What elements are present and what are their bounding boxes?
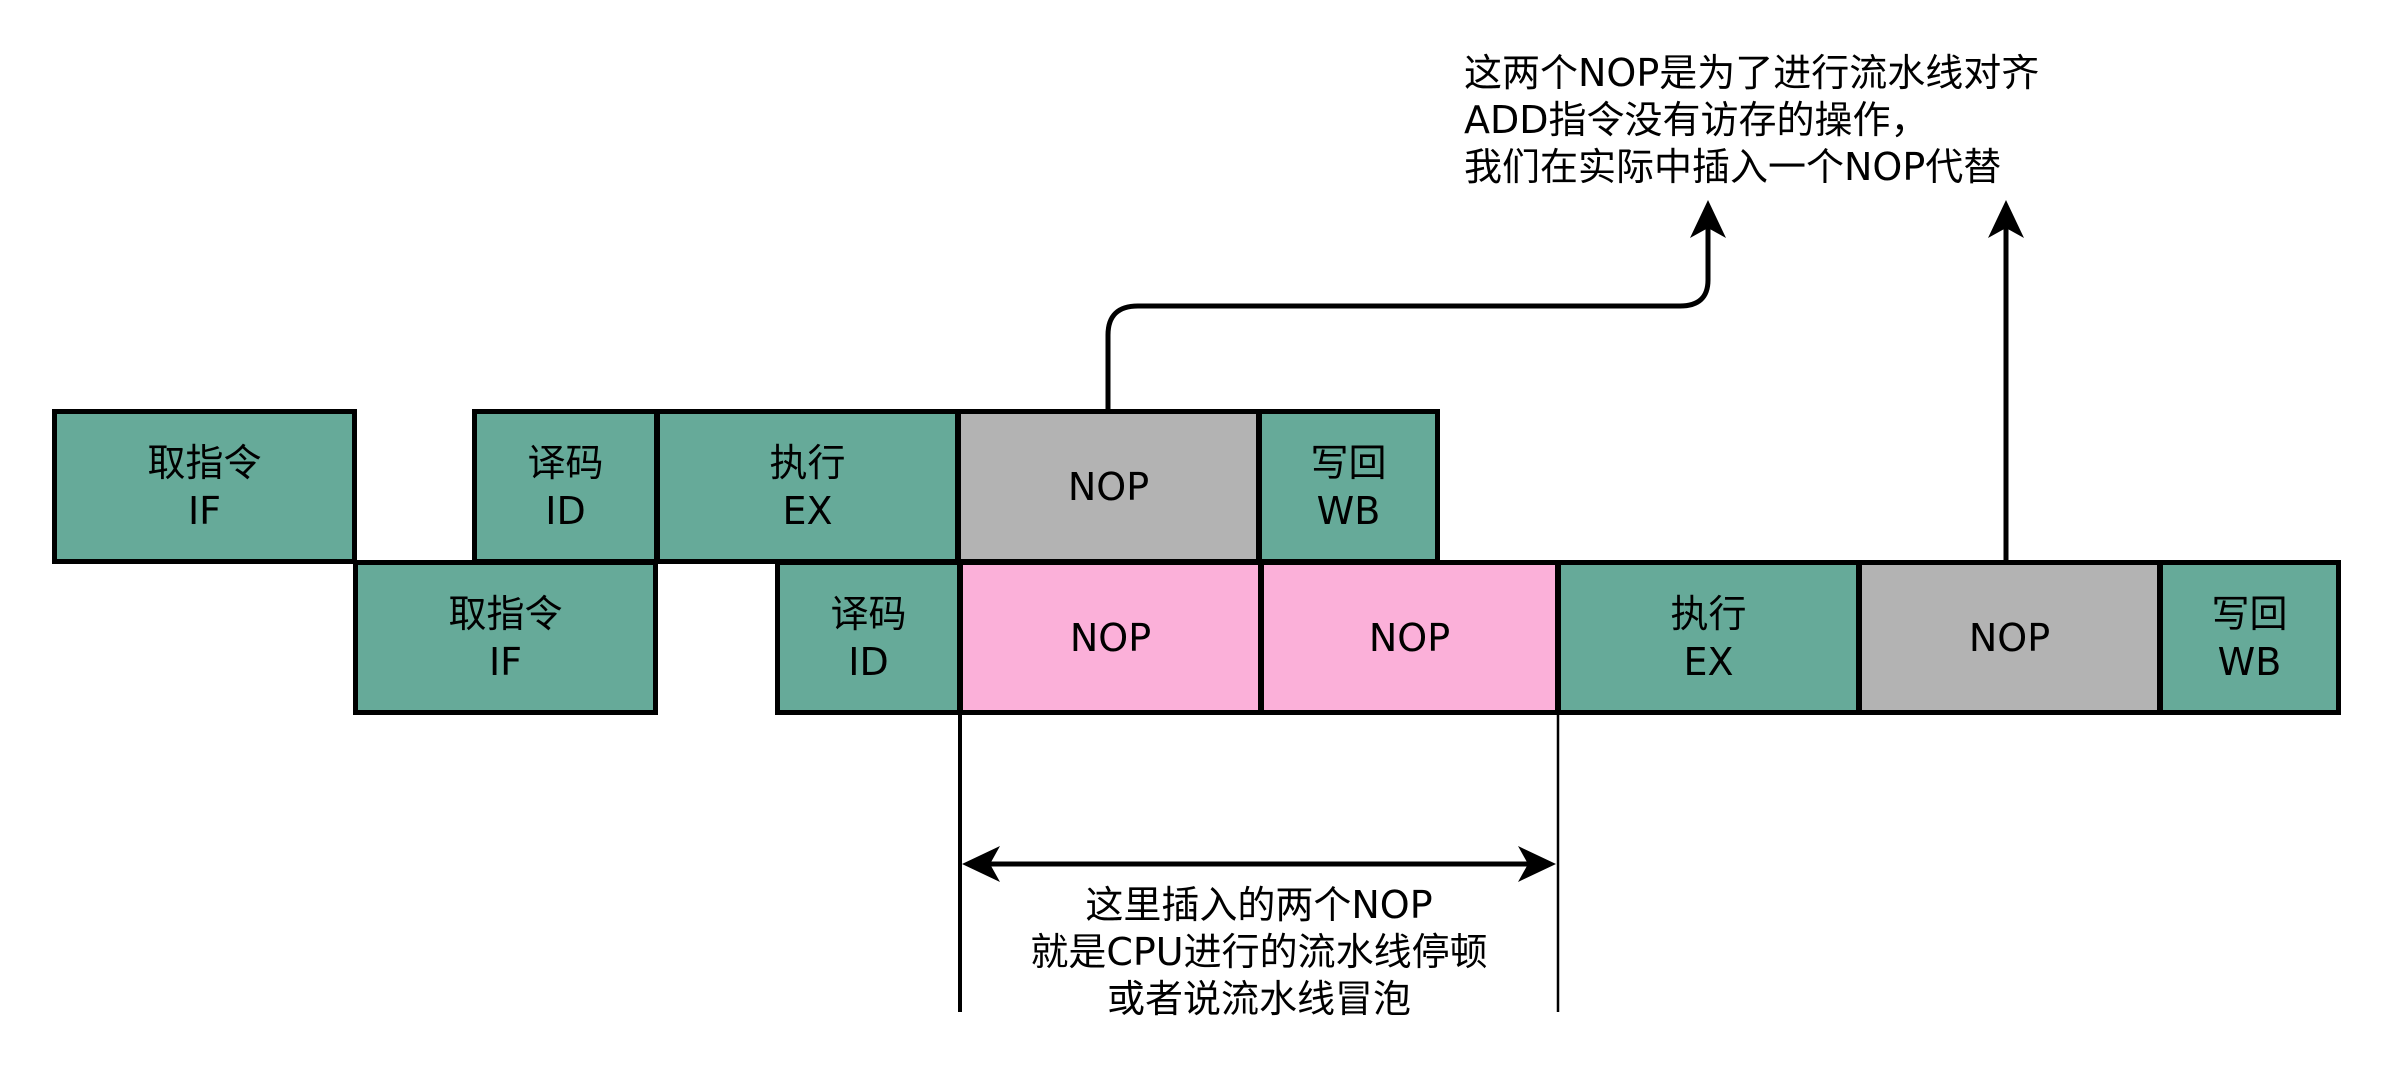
row1-decode-stage: 译码 ID: [472, 409, 659, 564]
nop-connector-line-1: [1105, 228, 1711, 410]
stage-abbr: IF: [187, 488, 222, 533]
span-arrowhead-right: [1518, 846, 1556, 882]
bottom-annotation: 这里插入的两个NOP 就是CPU进行的流水线停顿 或者说流水线冒泡: [960, 882, 1558, 1023]
stage-label: 译码: [830, 591, 907, 636]
row2-stall-nop-1: NOP: [958, 560, 1263, 715]
nop-label: NOP: [1067, 464, 1150, 509]
span-arrowhead-left: [962, 846, 1000, 882]
stage-abbr: WB: [2217, 639, 2282, 684]
connector-arrowhead-1: [1690, 200, 1726, 238]
annotation-line: ADD指令没有访存的操作，: [1464, 98, 1929, 142]
stage-abbr: ID: [848, 639, 889, 684]
row2-writeback-stage: 写回 WB: [2158, 560, 2341, 715]
stage-label: 执行: [769, 440, 846, 485]
row2-nop-stage: NOP: [1857, 560, 2162, 715]
row2-stall-nop-2: NOP: [1259, 560, 1560, 715]
annotation-line: 就是CPU进行的流水线停顿: [1030, 930, 1488, 974]
annotation-line: 这里插入的两个NOP: [1085, 883, 1433, 927]
top-annotation: 这两个NOP是为了进行流水线对齐 ADD指令没有访存的操作， 我们在实际中插入一…: [1464, 50, 2040, 191]
stage-label: 写回: [2211, 591, 2288, 636]
stage-label: 取指令: [448, 591, 563, 636]
stage-label: 译码: [527, 440, 604, 485]
connector-arrowhead-2: [1988, 200, 2024, 238]
nop-label: NOP: [1968, 615, 2051, 660]
stage-label: 取指令: [147, 440, 262, 485]
annotation-line: 或者说流水线冒泡: [1106, 977, 1411, 1021]
stage-abbr: ID: [545, 488, 586, 533]
stage-abbr: EX: [1683, 639, 1734, 684]
nop-label: NOP: [1368, 615, 1451, 660]
row1-execute-stage: 执行 EX: [655, 409, 960, 564]
stage-abbr: WB: [1316, 488, 1381, 533]
row2-decode-stage: 译码 ID: [775, 560, 962, 715]
row1-fetch-stage: 取指令 IF: [52, 409, 357, 564]
nop-label: NOP: [1069, 615, 1152, 660]
annotation-line: 我们在实际中插入一个NOP代替: [1464, 145, 2002, 189]
stage-abbr: IF: [488, 639, 523, 684]
stage-abbr: EX: [782, 488, 833, 533]
annotation-line: 这两个NOP是为了进行流水线对齐: [1464, 51, 2040, 95]
row1-nop-stage: NOP: [956, 409, 1261, 564]
row2-execute-stage: 执行 EX: [1556, 560, 1861, 715]
stage-label: 写回: [1310, 440, 1387, 485]
stage-label: 执行: [1670, 591, 1747, 636]
row1-writeback-stage: 写回 WB: [1257, 409, 1440, 564]
row2-fetch-stage: 取指令 IF: [353, 560, 658, 715]
